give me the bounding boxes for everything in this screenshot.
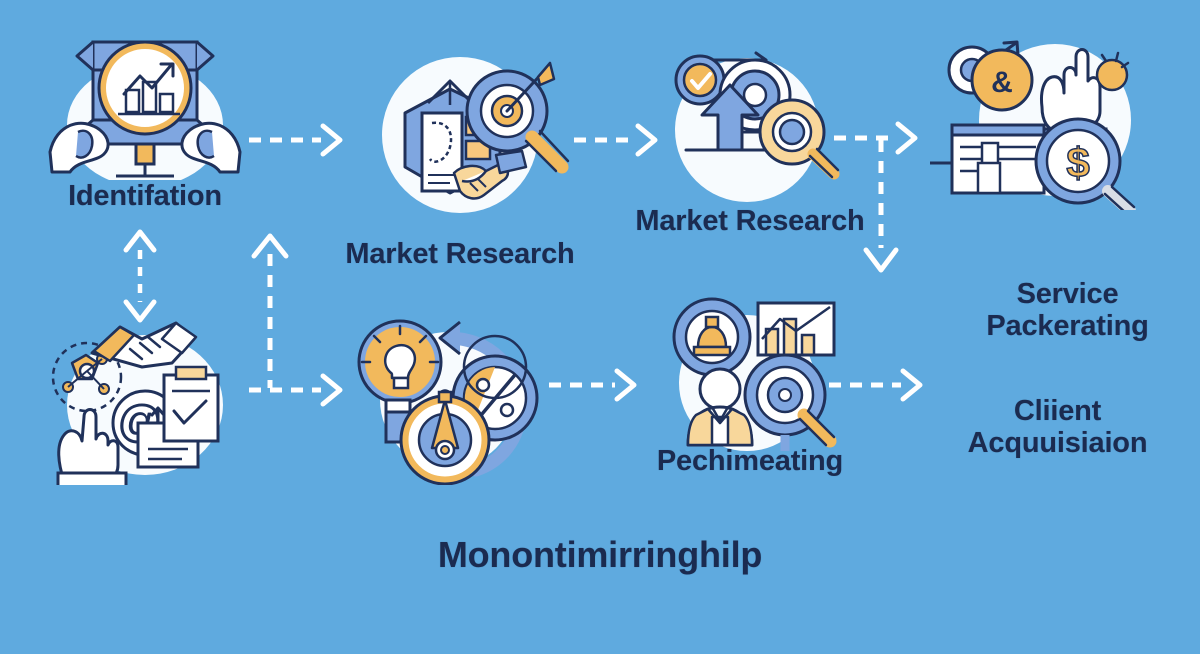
node-service-packaging: & $ [930, 35, 1180, 217]
node-label-service-packaging: Service Packerating [986, 278, 1149, 343]
node-outreach: @ [30, 305, 260, 489]
dollar-magnifier-hand-document-icon: & $ [930, 40, 1136, 217]
diagram-title: Monontimirringhilp [437, 534, 763, 575]
node-label-market-research-2: Market Research [635, 205, 865, 237]
node-benchmarking [640, 295, 855, 455]
node-ideation [340, 300, 555, 486]
node-identification [30, 20, 260, 187]
growth-arrow-magnifier-checkmark-icon [674, 51, 840, 202]
node-label-benchmarking: Pechimeating [656, 445, 844, 477]
connector-bottom-1-to-2 [249, 373, 343, 407]
magnifier-growth-chart-team-icon [48, 40, 242, 187]
person-bar-chart-target-magnifier-icon [672, 297, 837, 451]
svg-text:$: $ [1066, 139, 1089, 186]
target-dartboard-handshake-document-icon [382, 57, 570, 213]
handshake-at-sign-cursor-checklist-icon: @ [51, 321, 223, 489]
lightbulb-magnifier-percent-timer-icon [357, 319, 539, 486]
node-label-identification: Identifation [68, 180, 222, 212]
node-label-client-acquisition: Cliient Acquuisiaion [967, 395, 1148, 460]
connector-bottom-2-to-3 [549, 368, 637, 402]
node-market-research-1 [350, 55, 570, 230]
svg-text:&: & [991, 66, 1013, 99]
node-market-research-2 [640, 40, 855, 210]
connector-top-1-to-2 [249, 123, 343, 157]
node-label-market-research-1: Market Research [345, 238, 575, 270]
